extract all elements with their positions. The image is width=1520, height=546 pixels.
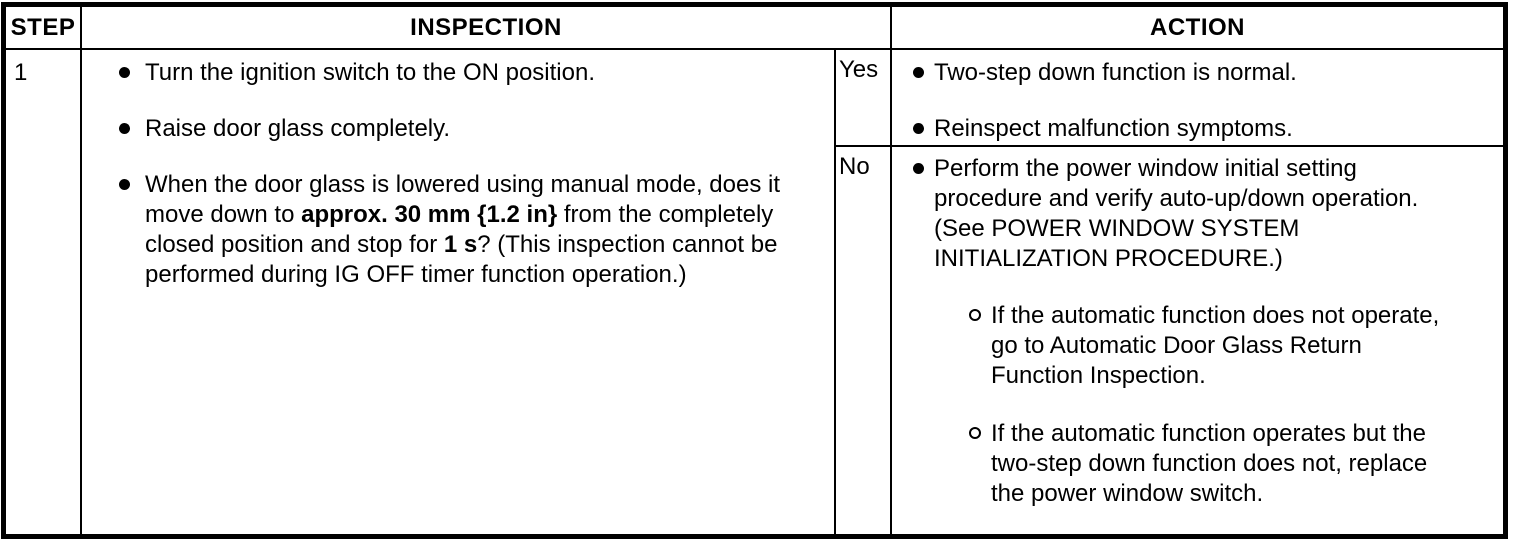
yes-label-cell: Yes [836,50,890,145]
bullet-item: Turn the ignition switch to the ON posit… [82,58,834,88]
text-segment: Turn the ignition switch to the ON posit… [145,59,595,86]
bullet-item: Perform the power window initial setting… [892,154,1503,274]
bullet-item-text: Two-step down function is normal. [934,58,1297,88]
sub-bullet-item-text: If the automatic function does not opera… [991,302,1440,389]
circle-bullet-icon [969,309,981,321]
bullet-icon [913,123,924,134]
bullet-item: Reinspect malfunction symptoms. [892,114,1503,144]
text-segment: Perform the power window initial setting… [934,155,1419,272]
text-segment: When the door glass is lowered using man… [145,171,781,228]
sub-bullet-item: If the automatic function operates but t… [892,419,1503,509]
inspection-column-header: INSPECTION [82,7,890,48]
step-number-cell: 1 [6,50,80,534]
action-column-header: ACTION [892,7,1503,48]
bullet-icon [119,179,130,190]
step-column-header: STEP [6,7,80,48]
bullet-item-text: When the door glass is lowered using man… [145,170,807,290]
emphasis-text: 1 s [443,231,478,258]
circle-bullet-icon [969,427,981,439]
sub-bullet-item: If the automatic function does not opera… [892,301,1503,391]
bullet-icon [119,67,130,78]
yes-action-cell: Two-step down function is normal. Reinspe… [892,50,1503,145]
bullet-item-text: Raise door glass completely. [145,114,450,144]
no-label-cell: No [836,147,890,534]
sub-bullet-list: If the automatic function does not opera… [892,301,1503,509]
bullet-icon [913,163,924,174]
text-segment: from the completely closed position and … [145,201,774,258]
bullet-icon [913,67,924,78]
no-action-cell: Perform the power window initial setting… [892,147,1503,534]
text-segment: Reinspect malfunction symptoms. [934,115,1293,142]
bullet-item-text: Turn the ignition switch to the ON posit… [145,58,595,88]
sub-bullet-item-text: If the automatic function operates but t… [991,420,1428,507]
troubleshooting-table: STEP INSPECTION ACTION 1 Turn the igniti… [1,2,1508,539]
text-segment: Raise door glass completely. [145,115,451,142]
bullet-item: When the door glass is lowered using man… [82,170,834,290]
text-segment: ? (This inspection cannot be performed d… [145,231,778,288]
bullet-item-text: Reinspect malfunction symptoms. [934,114,1293,144]
bullet-icon [119,123,130,134]
bullet-item: Raise door glass completely. [82,114,834,144]
text-segment: Two-step down function is normal. [934,59,1297,86]
bullet-item: Two-step down function is normal. [892,58,1503,88]
bullet-item-text: Perform the power window initial setting… [934,154,1446,274]
inspection-cell: Turn the ignition switch to the ON posit… [82,50,834,534]
emphasis-text: approx. 30 mm {1.2 in} [301,201,558,228]
